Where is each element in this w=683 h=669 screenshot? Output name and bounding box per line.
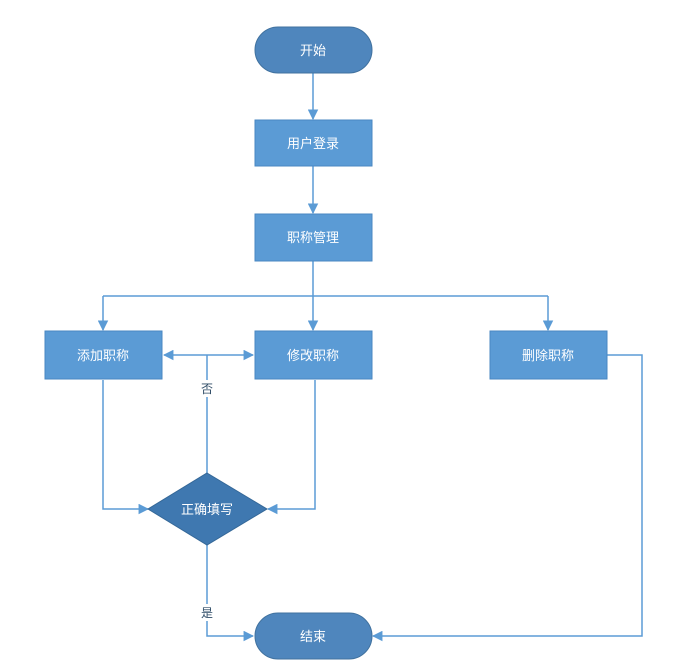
edge-edit-check (266, 380, 316, 515)
decision-shape (147, 472, 268, 546)
connectors (97, 73, 643, 642)
terminal-shape (254, 612, 373, 660)
edge-add-check (102, 380, 150, 515)
node-login-label: 用户登录 (287, 136, 339, 152)
node-login: 用户登录 (254, 119, 373, 167)
process-shape (489, 330, 608, 380)
node-check-label: 正确填写 (181, 503, 233, 518)
node-add: 添加职称 (44, 330, 163, 380)
label-bg-yes (199, 604, 215, 621)
node-check: 正确填写 (147, 472, 268, 546)
edge-delete-end (371, 354, 643, 642)
node-edit: 修改职称 (254, 330, 373, 380)
node-start: 开始 (254, 26, 373, 74)
node-add-label: 添加职称 (77, 349, 129, 364)
label-bg-no (199, 380, 215, 397)
process-shape (254, 119, 373, 167)
node-end: 结束 (254, 612, 373, 660)
process-shape (44, 330, 163, 380)
node-delete-label: 删除职称 (522, 349, 574, 364)
node-start-label: 开始 (300, 44, 326, 59)
node-end-label: 结束 (300, 630, 326, 645)
edge-label-yes: 是 (201, 606, 213, 620)
node-delete: 删除职称 (489, 330, 608, 380)
process-shape (254, 330, 373, 380)
node-manage-label: 职称管理 (287, 231, 339, 246)
node-edit-label: 修改职称 (287, 349, 339, 364)
node-manage: 职称管理 (254, 213, 373, 262)
process-shape (254, 213, 373, 262)
terminal-shape (254, 26, 373, 74)
edge-check-yes-end (206, 545, 255, 642)
edge-label-no: 否 (201, 382, 213, 396)
